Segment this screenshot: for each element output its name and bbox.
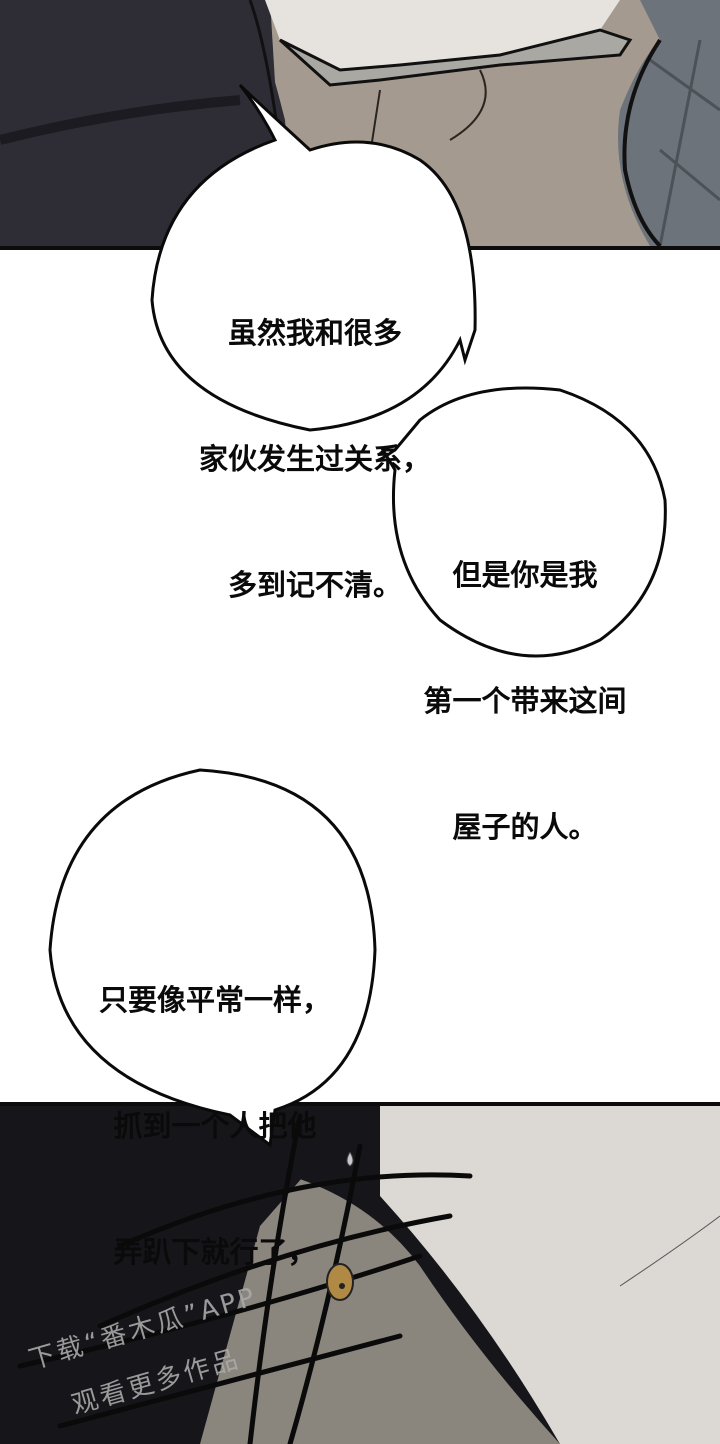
comic-panel-top (0, 0, 720, 250)
bubble-3-line-1: 只要像平常一样， (98, 983, 331, 1017)
bubble-2-line-1: 但是你是我 (452, 558, 598, 592)
speech-bubble-2-text: 但是你是我 第一个带来这间 屋子的人。 (400, 470, 650, 890)
speech-bubble-3-text: 只要像平常一样， 抓到一个人把他 弄趴下就行了， (70, 895, 360, 1315)
bubble-1-line-2: 家伙发生过关系， (198, 442, 431, 476)
bubble-2-line-2: 第一个带来这间 (423, 684, 627, 718)
bubble-1-line-3: 多到记不清。 (227, 568, 402, 602)
panel-bottom-artwork (0, 1106, 720, 1444)
bubble-3-line-3: 弄趴下就行了， (113, 1235, 317, 1269)
bubble-3-line-2: 抓到一个人把他 (113, 1109, 317, 1143)
bubble-1-line-1: 虽然我和很多 (227, 316, 402, 350)
bubble-2-line-3: 屋子的人。 (452, 810, 598, 844)
speech-bubble-1-text: 虽然我和很多 家伙发生过关系， 多到记不清。 (170, 228, 460, 648)
panel-top-artwork (0, 0, 720, 246)
comic-panel-bottom (0, 1102, 720, 1444)
